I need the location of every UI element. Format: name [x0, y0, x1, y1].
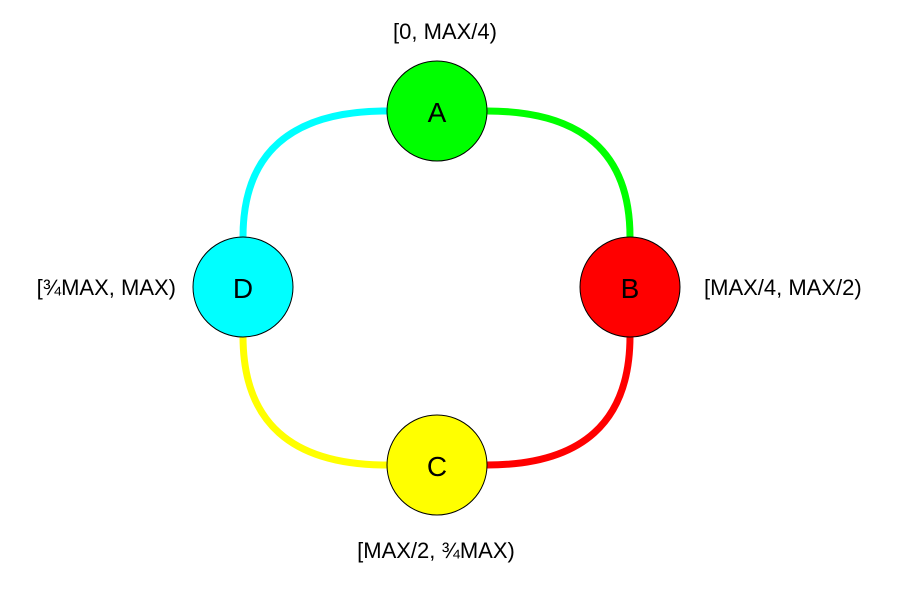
node-c: C	[386, 414, 488, 516]
node-a-circle	[386, 60, 488, 162]
node-c-circle	[386, 414, 488, 516]
arc-b-to-c	[486, 335, 634, 469]
arc-c-to-d	[239, 335, 388, 469]
range-label-a: [0, MAX/4)	[393, 19, 497, 44]
range-label-c: [MAX/2, ¾MAX)	[357, 538, 515, 563]
node-b: B	[579, 236, 681, 338]
range-label-b: [MAX/4, MAX/2)	[704, 275, 862, 300]
node-b-label: B	[621, 273, 640, 304]
node-a-label: A	[428, 97, 447, 128]
node-b-circle	[579, 236, 681, 338]
node-a: A	[386, 60, 488, 162]
node-c-label: C	[427, 451, 447, 482]
node-d: D	[192, 236, 294, 338]
node-d-label: D	[233, 273, 253, 304]
node-d-circle	[192, 236, 294, 338]
arc-a-to-b	[486, 107, 634, 238]
range-label-d: [¾MAX, MAX)	[37, 275, 176, 300]
arc-d-to-a	[239, 107, 388, 238]
